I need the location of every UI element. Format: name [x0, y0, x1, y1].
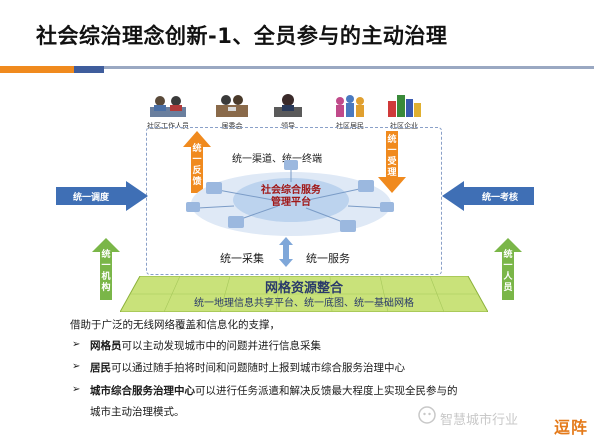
- actor-community-staff: 社区工作人员: [136, 93, 200, 131]
- char: 一: [503, 261, 513, 271]
- actor-label: 领导: [281, 122, 295, 130]
- unified-personnel-label: 统 一 人 员: [502, 250, 514, 294]
- committee-desk-icon: [216, 95, 248, 117]
- unified-acceptance-label: 统 一 受 理: [386, 135, 398, 179]
- bullet-term: 网格员: [90, 340, 122, 352]
- actor-frame: [146, 127, 442, 275]
- arrow-down-shape: [378, 131, 406, 193]
- bullet-marker: ➢: [72, 384, 81, 395]
- grid-resource-title: 网格资源整合: [264, 281, 343, 296]
- bullet-text: 可以进行任务派遣和解决反馈最大程度上实现全民参与的: [195, 385, 458, 397]
- platform-line-2: 管理平台: [271, 197, 311, 208]
- char: 员: [503, 283, 513, 293]
- wechat-logo-icon: [418, 406, 436, 424]
- unified-dispatch-label: 统一调度: [72, 192, 109, 203]
- title-accent-bar: [0, 66, 74, 73]
- arrow-up-green-shape: [494, 238, 522, 300]
- actor-leader: 领导: [256, 93, 320, 131]
- bullet-marker: ➢: [72, 339, 81, 350]
- unified-collection-label: 统一采集: [220, 252, 264, 265]
- unified-assessment-label: 统一考核: [481, 192, 518, 203]
- bullet-text: 可以主动发现城市中的问题并进行信息采集: [121, 340, 322, 352]
- char: 人: [503, 272, 513, 282]
- char: 反: [192, 166, 202, 176]
- char: 受: [387, 157, 397, 167]
- bullet-text: 可以通过随手拍将时间和问题随时上报到城市综合服务治理中心: [111, 362, 405, 374]
- title-accent-bar-blue: [74, 66, 104, 73]
- arrow-up-green-shape: [92, 238, 120, 300]
- char: 理: [387, 168, 397, 178]
- intro-text: 借助于广泛的无线网络覆盖和信息化的支撑，: [70, 319, 280, 331]
- buildings-icon: [388, 95, 421, 117]
- char: 统: [101, 250, 111, 260]
- char: 统: [387, 135, 397, 145]
- char: 统: [503, 250, 513, 260]
- watermark-text: 智慧城市行业: [440, 413, 519, 428]
- char: 机: [101, 272, 111, 282]
- corner-logo: 逗阵: [553, 418, 588, 437]
- grid-resource-subtitle: 统一地理信息共享平台、统一底图、统一基础网格: [194, 298, 414, 309]
- char: 构: [101, 283, 111, 293]
- bullet-term: 城市综合服务治理中心: [90, 385, 195, 397]
- char: 馈: [192, 177, 202, 187]
- bullet-item-grid-staff: 网格员可以主动发现城市中的问题并进行信息采集: [90, 339, 321, 353]
- actor-label: 社区居民: [336, 122, 364, 130]
- title-divider: [0, 66, 594, 69]
- bullet-continuation: 城市主动治理模式。: [90, 406, 185, 418]
- cloud-network-icon: [186, 160, 394, 236]
- platform-line-1: 社会综合服务: [261, 185, 321, 196]
- char: 一: [192, 155, 202, 165]
- leader-desk-icon: [274, 94, 302, 117]
- unified-institution-label: 统 一 机 构: [100, 250, 112, 294]
- actor-community-enterprise: 社区企业: [372, 93, 436, 131]
- bullet-item-residents: 居民可以通过随手拍将时间和问题随时上报到城市综合服务治理中心: [90, 361, 405, 375]
- unified-service-label: 统一服务: [306, 252, 350, 265]
- actor-label: 居委会: [221, 122, 243, 130]
- office-workers-icon: [150, 96, 186, 117]
- bullet-term: 居民: [90, 362, 111, 374]
- bullet-marker: ➢: [72, 361, 81, 372]
- residents-icon: [336, 95, 364, 117]
- actor-community-residents: 社区居民: [318, 93, 382, 131]
- actor-label: 社区企业: [390, 122, 418, 130]
- grid-resource-base: [120, 276, 488, 312]
- channels-caption: 统一渠道、统一终端: [232, 154, 322, 165]
- actor-label: 社区工作人员: [147, 122, 189, 130]
- actor-residents-committee: 居委会: [200, 93, 264, 131]
- arrow-up-shape: [183, 131, 211, 193]
- page-title: 社会综治理念创新-1、全员参与的主动治理: [36, 24, 448, 48]
- char: 一: [387, 146, 397, 156]
- arrow-right-shape: [56, 181, 148, 211]
- char: 统: [192, 144, 202, 154]
- arrow-left-shape: [442, 181, 534, 211]
- char: 一: [101, 261, 111, 271]
- unified-feedback-label: 统 一 反 馈: [191, 144, 203, 188]
- double-arrow-icon: [279, 237, 293, 267]
- platform-label: 社会综合服务 管理平台: [178, 185, 404, 211]
- bullet-item-center: 城市综合服务治理中心可以进行任务派遣和解决反馈最大程度上实现全民参与的: [90, 384, 458, 398]
